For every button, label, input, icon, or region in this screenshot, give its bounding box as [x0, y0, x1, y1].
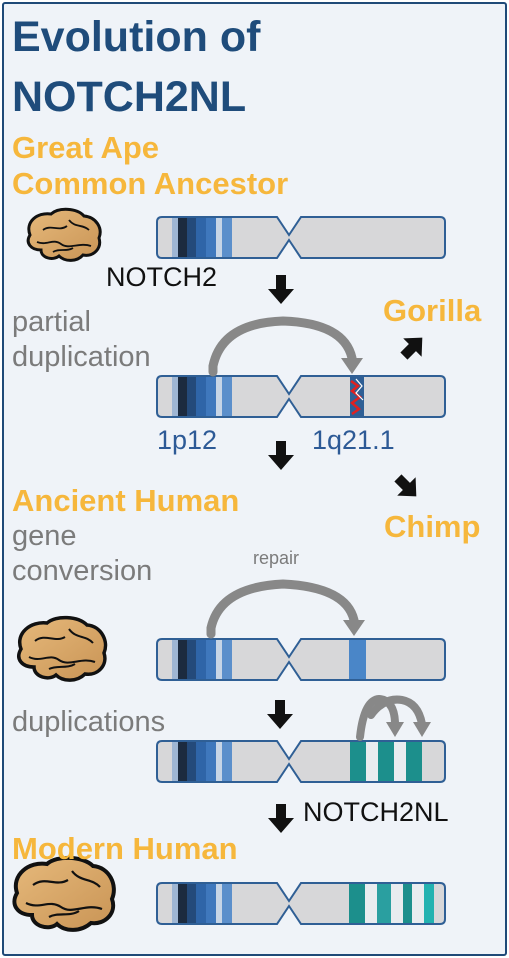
curved-arrow-head: [343, 620, 365, 636]
chromosome-duplications: [156, 740, 446, 783]
species-chimp: Chimp: [384, 509, 481, 544]
broken-insertion: [349, 377, 364, 416]
curved-arrow-head: [386, 722, 404, 737]
gene-conversion-line-2: conversion: [12, 555, 153, 587]
duplications-label: duplications: [12, 706, 166, 738]
notch2-gene-band: [172, 640, 232, 679]
stage-ancestor-line-2: Common Ancestor: [12, 166, 289, 201]
gene-conversion-line-1: gene: [12, 520, 77, 552]
notch2-label: NOTCH2: [106, 262, 218, 292]
curved-arrow-head: [341, 358, 363, 374]
title-line-1: Evolution of: [12, 13, 261, 61]
partial-duplication-line-1: partial: [12, 306, 91, 338]
chromosome-ancestor: [156, 216, 446, 259]
curved-arrow-icon: [356, 694, 426, 741]
partial-duplication-line-2: duplication: [12, 341, 151, 373]
notch2nl-copies: [349, 884, 434, 923]
notch2nl-label: NOTCH2NL: [303, 797, 449, 827]
title-line-2: NOTCH2NL: [12, 73, 247, 121]
brain-icon: [17, 615, 108, 682]
curved-arrow-icon: [208, 316, 357, 377]
chromosome-modern-human: [156, 882, 446, 925]
notch2-gene-band: [172, 377, 232, 416]
notch2-gene-band: [172, 742, 232, 781]
stage-ancestor-line-1: Great Ape: [12, 130, 160, 165]
down-arrow-icon: [267, 700, 293, 729]
stage-modern-human: Modern Human: [12, 831, 238, 866]
diagonal-arrow-icon: [394, 474, 417, 497]
repair-label: repair: [253, 548, 300, 568]
brain-icon: [26, 207, 102, 262]
down-arrow-icon: [268, 275, 294, 304]
band-label-p-arm: 1p12: [157, 425, 218, 455]
notch2-gene-band: [172, 218, 232, 257]
repaired-copy-band: [349, 640, 366, 679]
curved-arrow-icon: [206, 579, 359, 639]
species-gorilla: Gorilla: [383, 293, 482, 328]
diagonal-arrow-icon: [400, 337, 423, 360]
band-label-q-arm: 1q21.1: [312, 425, 395, 455]
stage-ancient-human: Ancient Human: [12, 483, 240, 518]
down-arrow-icon: [268, 441, 294, 470]
curved-arrow-head: [413, 722, 431, 737]
notch2-gene-band: [172, 884, 232, 923]
chromosome-partial-duplication: [156, 375, 446, 418]
notch2nl-copies: [350, 742, 422, 781]
brain-icon: [12, 855, 116, 932]
chromosome-gene-conversion: [156, 638, 446, 681]
down-arrow-icon: [268, 804, 294, 833]
